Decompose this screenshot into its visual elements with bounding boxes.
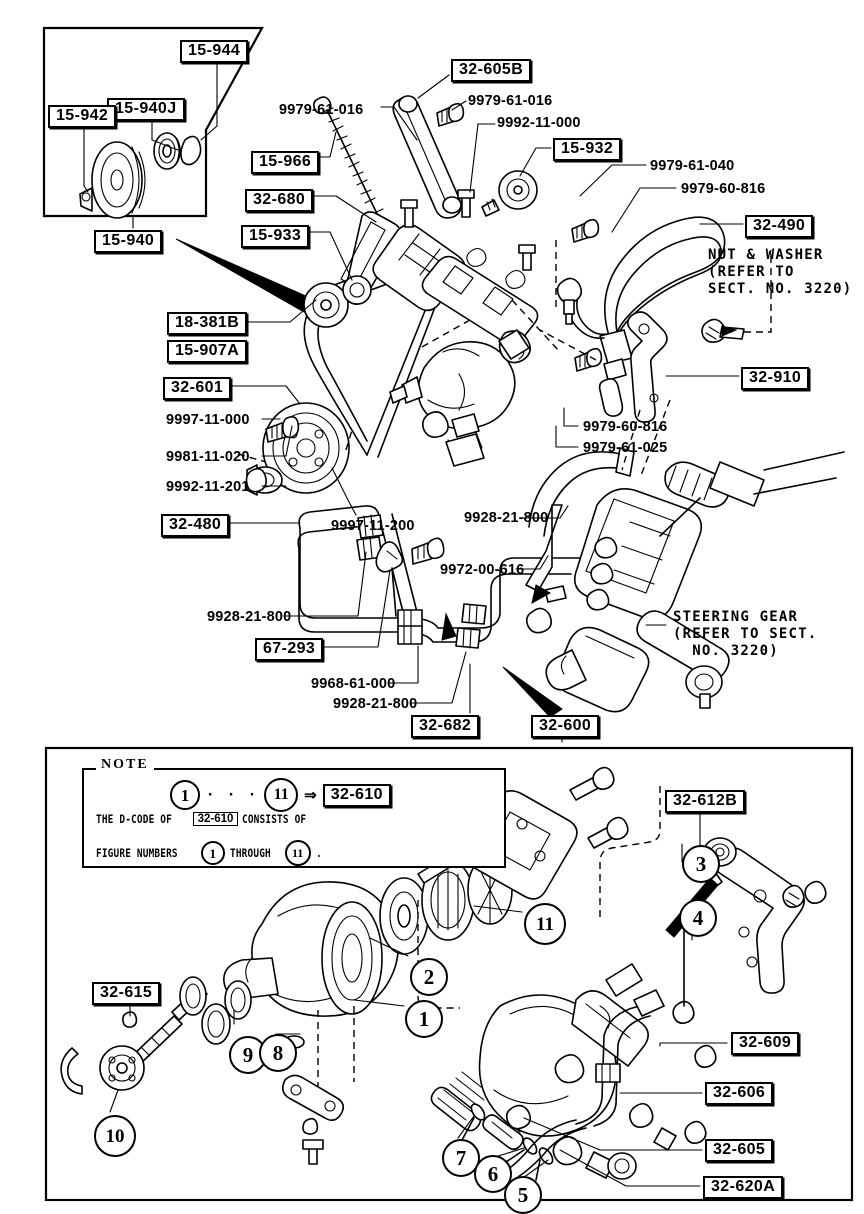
part-callout-9979-60-816-a[interactable]: 9979-60-816 (681, 181, 766, 197)
part-label-32-606[interactable]: 32-606 (705, 1082, 774, 1105)
part-label-32-601[interactable]: 32-601 (163, 377, 232, 400)
part-label-15-940J[interactable]: 15-940J (107, 98, 185, 121)
part-label-32-609[interactable]: 32-609 (731, 1032, 800, 1055)
figure-number-2[interactable]: 2 (410, 958, 448, 996)
pointer-32682 (441, 612, 457, 641)
note-circle-to: 11 (264, 778, 299, 812)
part-label-32-612B[interactable]: 32-612B (665, 790, 746, 813)
pump-underside-parts (281, 1006, 355, 1165)
part-label-15-942[interactable]: 15-942 (48, 105, 117, 128)
part-label-15-932[interactable]: 15-932 (553, 138, 622, 161)
part-label-32-682[interactable]: 32-682 (411, 715, 480, 738)
part-label-32-605B[interactable]: 32-605B (451, 59, 532, 82)
part-label-32-680[interactable]: 32-680 (245, 189, 314, 212)
part-label-32-620A[interactable]: 32-620A (703, 1176, 784, 1199)
part-label-15-940[interactable]: 15-940 (94, 230, 163, 253)
note-line2-pre: FIGURE NUMBERS (96, 845, 178, 860)
part-label-18-381B[interactable]: 18-381B (167, 312, 248, 335)
part-callout-9997-11-200[interactable]: 9997-11-200 (331, 518, 415, 534)
part-callout-9979-61-016-b[interactable]: 9979-61-016 (468, 93, 553, 109)
figure-number-11[interactable]: 11 (524, 903, 566, 945)
part-callout-9979-61-025[interactable]: 9979-61-025 (583, 440, 668, 456)
note-line2-mid: THROUGH (229, 845, 271, 860)
figure-number-10[interactable]: 10 (94, 1115, 136, 1157)
note-header-dots: · · · (206, 787, 259, 803)
note-box-legend: NOTE (96, 757, 154, 773)
note-arrow-icon: ⇒ (304, 787, 317, 804)
bracket-32680 (340, 211, 402, 306)
note-line1-post: CONSISTS OF (242, 811, 307, 826)
part-label-15-966[interactable]: 15-966 (251, 151, 320, 174)
note-line2-circle-1: 1 (200, 841, 225, 865)
part-callout-9972-00-616[interactable]: 9972-00-616 (440, 562, 525, 578)
note-nut-and-washer: NUT & WASHER (REFER TO SECT. NO. 3220) (708, 247, 853, 297)
part-label-32-615[interactable]: 32-615 (92, 982, 161, 1005)
note-line1-pre: THE D-CODE OF (96, 811, 172, 826)
idler-pulley-15932 (481, 170, 538, 217)
part-label-32-480[interactable]: 32-480 (161, 514, 230, 537)
steering-gear (525, 451, 845, 713)
part-label-15-944[interactable]: 15-944 (180, 40, 249, 63)
part-callout-9997-11-000[interactable]: 9997-11-000 (166, 412, 250, 428)
note-line-2: FIGURE NUMBERS 1 THROUGH 11 . (96, 840, 323, 866)
bracket-15933 (342, 223, 466, 312)
figure-number-1[interactable]: 1 (405, 1000, 443, 1038)
note-line2-end: . (315, 845, 322, 860)
part-callout-9968-61-000[interactable]: 9968-61-000 (311, 676, 396, 692)
pointer-32600 (502, 666, 563, 718)
inset-bracket-15944 (180, 135, 202, 166)
note-header-row: 1 · · · 11 ⇒ 32-610 (170, 778, 391, 812)
figure-number-8[interactable]: 8 (259, 1034, 297, 1072)
part-label-15-933[interactable]: 15-933 (241, 225, 310, 248)
note-line2-circle-2: 11 (284, 840, 311, 866)
hose-to-gear (237, 240, 671, 537)
figure-number-7[interactable]: 7 (442, 1139, 480, 1177)
inset-bearing-15940J (153, 132, 181, 170)
leader-lines-upper (83, 61, 744, 743)
figure-number-4[interactable]: 4 (679, 899, 717, 937)
bracket-32910 (626, 311, 668, 423)
figure-number-5[interactable]: 5 (504, 1176, 542, 1214)
note-steering-gear: STEERING GEAR (REFER TO SECT. NO. 3220) (673, 609, 818, 659)
note-header-part-box[interactable]: 32-610 (322, 783, 391, 807)
inset-pointer-arrow (175, 238, 316, 313)
part-label-32-490[interactable]: 32-490 (745, 215, 814, 238)
inset-crank-pulley (79, 141, 146, 219)
note-circle-from: 1 (170, 780, 200, 810)
part-callout-9992-11-201[interactable]: 9992-11-201 (166, 479, 250, 495)
part-callout-9992-11-000[interactable]: 9992-11-000 (497, 115, 581, 131)
figure-number-3[interactable]: 3 (682, 845, 720, 883)
mount-bracket-lower (421, 247, 539, 346)
part-label-32-605[interactable]: 32-605 (705, 1139, 774, 1162)
part-label-32-600[interactable]: 32-600 (531, 715, 600, 738)
part-callout-9979-61-016-a[interactable]: 9979-61-016 (279, 102, 364, 118)
part-callout-9928-21-800-c[interactable]: 9928-21-800 (333, 696, 418, 712)
part-callout-9981-11-020[interactable]: 9981-11-020 (166, 449, 250, 465)
part-callout-9928-21-800-a[interactable]: 9928-21-800 (464, 510, 549, 526)
note-line-1: THE D-CODE OF 32-610 CONSISTS OF (96, 812, 321, 826)
part-callout-9928-21-800-b[interactable]: 9928-21-800 (207, 609, 292, 625)
part-callout-9979-60-816-b[interactable]: 9979-60-816 (583, 419, 668, 435)
part-label-32-910[interactable]: 32-910 (741, 367, 810, 390)
pressure-hose-32490 (598, 216, 726, 417)
drive-belt (262, 254, 452, 494)
lower-right-hoses (489, 989, 677, 1185)
return-hose-upper (556, 277, 607, 340)
tensioner-arm-32605B (392, 95, 462, 219)
part-label-67-293[interactable]: 67-293 (255, 638, 324, 661)
part-label-15-907A[interactable]: 15-907A (167, 340, 248, 363)
note-line1-part-box[interactable]: 32-610 (192, 812, 239, 826)
crank-hardware (245, 416, 300, 496)
ps-pump-upper (389, 329, 531, 467)
part-callout-9979-61-040[interactable]: 9979-61-040 (650, 158, 735, 174)
